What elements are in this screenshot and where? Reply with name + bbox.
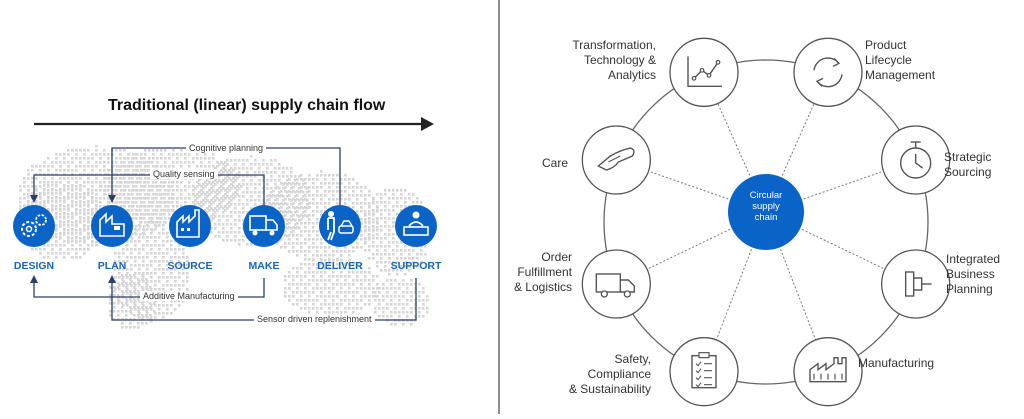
center-label: Circular supply chain (728, 190, 804, 223)
node-label-line: Lifecycle (865, 53, 912, 67)
linear-flow-title: Traditional (linear) supply chain flow (108, 97, 386, 114)
plan-stage-icon (91, 205, 133, 247)
node-label-ibp: Integrated Business Planning (946, 252, 1021, 297)
factory-icon (809, 356, 847, 383)
node-label-line: Fulfillment (517, 265, 572, 279)
node-label-plm: Product Lifecycle Management (865, 38, 985, 83)
ring-nodes (581, 37, 951, 407)
node-hand-icon (581, 125, 651, 195)
node-label-line: Management (865, 68, 936, 82)
center-label-line: chain (754, 212, 778, 223)
node-label-line: & Sustainability (568, 382, 651, 396)
center-label-line: Circular (749, 190, 783, 201)
stage-label-design: DESIGN (13, 260, 55, 272)
node-label-line: Analytics (607, 68, 656, 82)
node-label-line: Integrated (946, 252, 1001, 266)
linear-flow-arrow (34, 117, 434, 131)
node-label-line: Planning (946, 282, 993, 296)
stage-label-make: MAKE (248, 260, 280, 272)
hand-icon (597, 147, 635, 171)
chart-icon (687, 56, 723, 88)
node-label-line: Compliance (587, 367, 651, 381)
truck-icon (595, 273, 636, 298)
cognitive-planning-label: Cognitive planning (186, 143, 267, 153)
node-label-safety: Safety, Compliance & Sustainability (555, 352, 651, 397)
node-label-line: Safety, (614, 352, 651, 366)
additive-manufacturing-label: Additive Manufacturing (140, 291, 238, 301)
stage-label-source: SOURCE (167, 260, 213, 272)
quality-loop-line (33, 174, 265, 205)
node-label-line: & Logistics (513, 280, 572, 294)
stage-label-deliver: DELIVER (317, 260, 363, 272)
node-flowchart-icon (881, 249, 951, 319)
node-truck-icon (581, 249, 651, 319)
flowchart-icon (904, 271, 932, 297)
support-stage-icon (395, 205, 437, 247)
node-clipboard-icon (669, 337, 739, 407)
node-label-line: Care (541, 156, 568, 170)
node-label-line: Manufacturing (858, 356, 935, 370)
node-label-line: Strategic (944, 150, 992, 164)
node-label-line: Technology & (583, 53, 656, 67)
center-label-line: supply (752, 201, 780, 212)
node-label-line: Transformation, (572, 38, 656, 52)
node-label-care: Care (520, 156, 568, 171)
node-label-line: Product (865, 38, 907, 52)
clipboard-icon (691, 352, 717, 389)
node-label-line: Business (946, 267, 995, 281)
refresh-icon (813, 57, 843, 88)
sensor-replenishment-label: Sensor driven replenishment (254, 314, 375, 324)
stage-circles (13, 205, 437, 247)
world-map-background (15, 145, 431, 329)
node-refresh-icon (793, 37, 863, 107)
node-chart-icon (669, 37, 739, 107)
design-stage-icon (13, 205, 55, 247)
outer-ring (603, 59, 929, 385)
node-label-line: Sourcing (944, 165, 992, 179)
node-stopwatch-icon (881, 125, 951, 195)
node-label-order: Order Fulfillment & Logistics (500, 250, 572, 295)
node-label-sourcing: Strategic Sourcing (944, 150, 1019, 180)
node-label-transformation: Transformation, Technology & Analytics (540, 38, 656, 83)
node-label-manufacturing: Manufacturing (858, 356, 968, 371)
node-factory-icon (793, 337, 863, 407)
stopwatch-icon (899, 141, 932, 179)
source-stage-icon (169, 205, 211, 247)
deliver-stage-icon (319, 205, 361, 247)
stage-label-support: SUPPORT (390, 260, 442, 272)
quality-sensing-label: Quality sensing (150, 169, 218, 179)
stage-label-plan: PLAN (97, 260, 127, 272)
make-stage-icon (243, 205, 285, 247)
node-label-line: Order (541, 250, 572, 264)
center-circle (728, 174, 804, 250)
